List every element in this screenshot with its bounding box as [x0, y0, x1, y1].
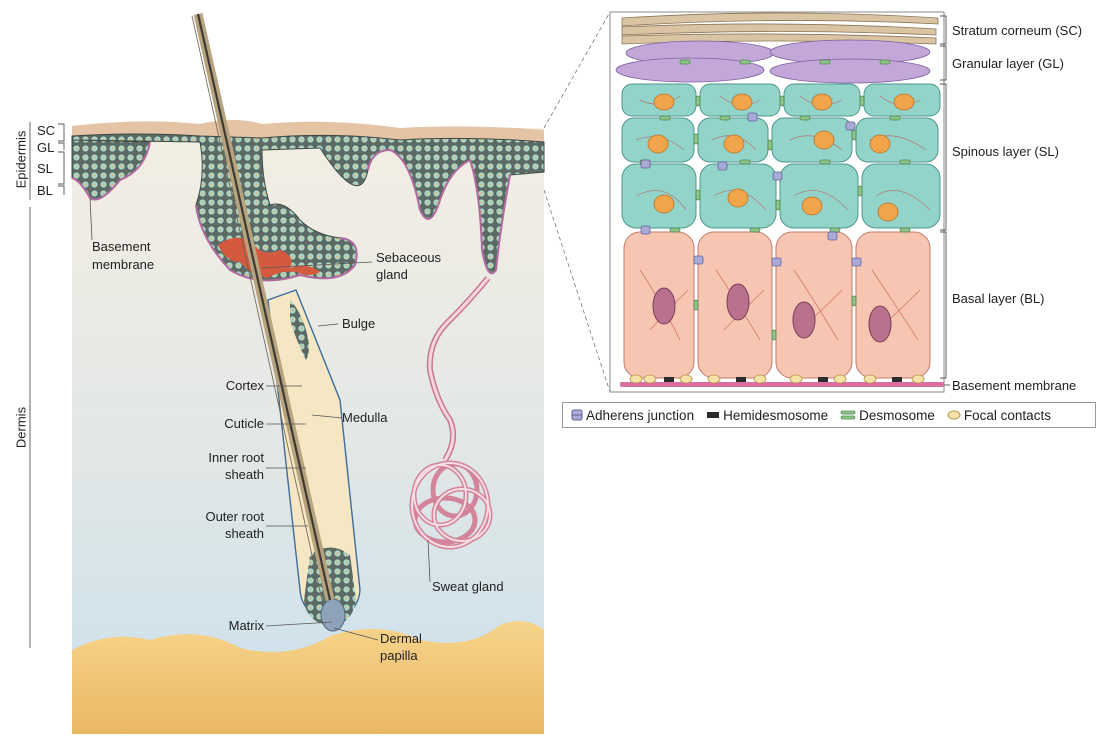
legend-label: Focal contacts	[964, 408, 1051, 423]
cuticle-label: Cuticle	[200, 417, 264, 431]
legend-item-focal-contacts: Focal contacts	[947, 408, 1051, 423]
stratum-corneum-label: Stratum corneum (SC)	[952, 24, 1082, 38]
basement-membrane-label-line2: membrane	[92, 258, 154, 272]
adherens-junction-icon	[571, 409, 583, 421]
basal-layer-label: Basal layer (BL)	[952, 292, 1044, 306]
legend-label: Adherens junction	[586, 408, 694, 423]
outer-root-sheath-label-line2: sheath	[184, 527, 264, 541]
epidermis-label: Epidermis	[14, 127, 29, 193]
basement-membrane-right-label: Basement membrane	[952, 379, 1076, 393]
legend-label: Desmosome	[859, 408, 935, 423]
dermis-label: Dermis	[14, 403, 29, 453]
sweat-gland-label: Sweat gland	[432, 580, 504, 594]
legend-item-desmosome: Desmosome	[840, 408, 935, 423]
sl-label: SL	[37, 162, 53, 176]
basement-membrane-band	[620, 382, 944, 387]
focal-contact-icon	[947, 410, 961, 420]
stratum-corneum-cells	[622, 13, 938, 44]
gl-label: GL	[37, 141, 54, 155]
legend-item-adherens-junction: Adherens junction	[571, 408, 694, 423]
bulge-label: Bulge	[342, 317, 375, 331]
cortex-label: Cortex	[210, 379, 264, 393]
sc-label: SC	[37, 124, 55, 138]
legend: Adherens junction Hemidesmosome Desmosom…	[562, 402, 1096, 428]
bl-label: BL	[37, 184, 53, 198]
dermal-papilla-shape	[321, 599, 345, 631]
granular-layer-label: Granular layer (GL)	[952, 57, 1064, 71]
dermal-papilla-label-line2: papilla	[380, 649, 418, 663]
medulla-label: Medulla	[342, 411, 388, 425]
basement-membrane-label-line1: Basement	[92, 240, 151, 254]
sebaceous-gland-label-line2: gland	[376, 268, 408, 282]
inner-root-sheath-label-line1: Inner root	[184, 451, 264, 465]
dermal-papilla-label-line1: Dermal	[380, 632, 422, 646]
legend-label: Hemidesmosome	[723, 408, 828, 423]
matrix-label: Matrix	[204, 619, 264, 633]
spinous-layer-label: Spinous layer (SL)	[952, 145, 1059, 159]
legend-item-hemidesmosome: Hemidesmosome	[706, 408, 828, 423]
outer-root-sheath-label-line1: Outer root	[184, 510, 264, 524]
hemidesmosome-icon	[706, 411, 720, 419]
sebaceous-gland-label-line1: Sebaceous	[376, 251, 441, 265]
desmosome-icon	[840, 410, 856, 420]
inner-root-sheath-label-line2: sheath	[184, 468, 264, 482]
